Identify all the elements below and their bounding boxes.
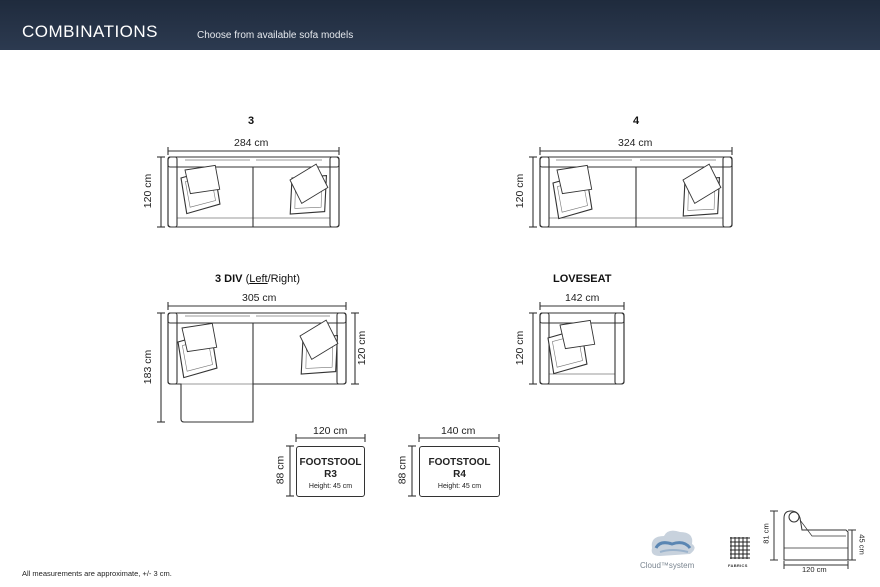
cloud-logo-text: Cloud™system: [640, 561, 695, 570]
fabrics-label: FABRICS: [728, 563, 748, 568]
footstool-r3-height: Height: 45 cm: [308, 483, 353, 490]
cloud-logo-icon: [651, 530, 695, 556]
footstool-r3-label: FOOTSTOOL R3: [297, 457, 364, 481]
footer-note: All measurements are approximate, +/- 3 …: [22, 569, 172, 578]
model-3div-main: 3 DIV: [215, 273, 243, 285]
profile-drawing: [770, 510, 856, 569]
footstool-r4-height: Height: 45 cm: [437, 483, 482, 490]
model-3div-rest: /Right): [267, 273, 301, 285]
loveseat-drawing: [529, 302, 625, 385]
sofa-3div-drawing: [157, 302, 359, 423]
footstool-r3-dims: [286, 434, 366, 497]
footstool-r3-code: R3: [324, 469, 337, 480]
profile-height-total: 81 cm: [761, 523, 771, 544]
page-title: COMBINATIONS: [22, 22, 159, 41]
loveseat-width: 142 cm: [565, 292, 600, 304]
page-subtitle: Choose from available sofa models: [197, 30, 354, 41]
page-header: COMBINATIONS Choose from available sofa …: [0, 0, 880, 50]
footstool-r4-dims: [408, 434, 500, 497]
model-4-name: 4: [633, 115, 640, 127]
footstool-r3-depth: 88 cm: [274, 455, 287, 485]
model-3div-depth-right: 120 cm: [356, 330, 369, 366]
model-3div-name: 3 DIV (Left/Right): [215, 273, 300, 285]
loveseat-name: LOVESEAT: [553, 273, 612, 285]
loveseat-depth: 120 cm: [514, 330, 527, 366]
footstool-r4-depth: 88 cm: [396, 455, 409, 485]
footstool-r3-box: FOOTSTOOL R3 Height: 45 cm: [296, 446, 365, 497]
model-3div-depth-left: 183 cm: [142, 349, 155, 385]
model-3div-width: 305 cm: [242, 292, 277, 304]
footstool-r4-code: R4: [453, 469, 466, 480]
sofa-4-drawing: [529, 147, 733, 228]
model-3-name: 3: [248, 115, 255, 127]
profile-seat-height: 45 cm: [857, 534, 867, 555]
model-3-depth: 120 cm: [142, 173, 155, 209]
model-3-width: 284 cm: [234, 137, 269, 149]
footstool-r4-label: FOOTSTOOL R4: [420, 457, 499, 481]
model-4-depth: 120 cm: [514, 173, 527, 209]
model-4-width: 324 cm: [618, 137, 653, 149]
fabrics-grid-icon: [730, 537, 750, 559]
sofa-3-drawing: [157, 147, 340, 228]
footstool-r3-name: FOOTSTOOL: [299, 457, 362, 468]
footstool-r4-width: 140 cm: [441, 425, 476, 437]
model-3div-paren: (: [245, 273, 250, 285]
footstool-r3-width: 120 cm: [313, 425, 348, 437]
model-3div-left: Left: [249, 273, 268, 285]
footstool-r4-name: FOOTSTOOL: [428, 457, 491, 468]
footstool-r4-box: FOOTSTOOL R4 Height: 45 cm: [419, 446, 500, 497]
profile-depth: 120 cm: [802, 565, 827, 574]
